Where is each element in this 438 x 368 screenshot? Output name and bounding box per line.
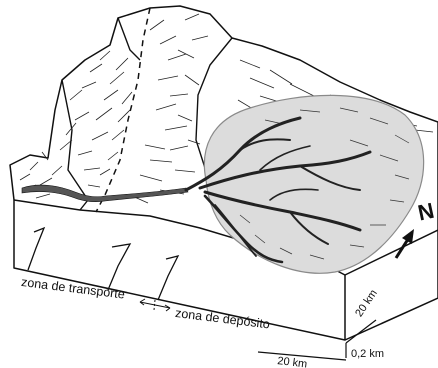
scale-width-label: 20 km <box>277 356 308 368</box>
scale-height-label: 0,2 km <box>351 349 384 360</box>
alluvial-fan <box>204 95 423 273</box>
north-arrow-icon <box>396 229 414 258</box>
drainage-divide <box>96 8 150 212</box>
